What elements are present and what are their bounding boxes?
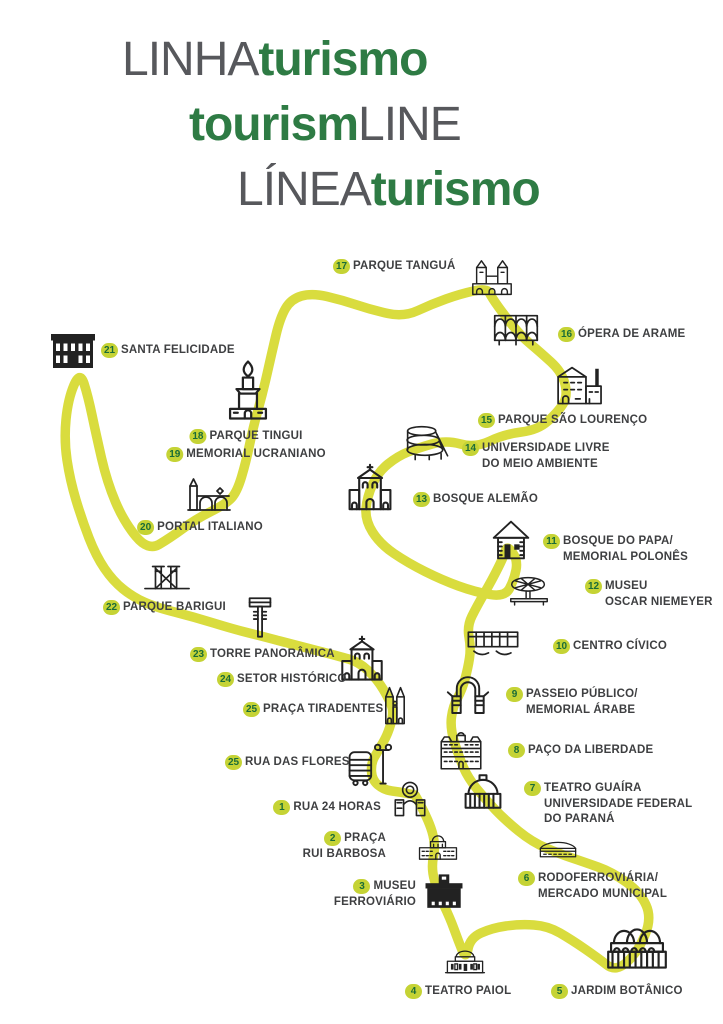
stop-number-badge: 17	[333, 259, 350, 274]
stop-name: RUA DAS FLORES	[245, 756, 350, 768]
stop-name: SANTA FELICIDADE	[121, 344, 235, 356]
stop-name: ÓPERA DE ARAME	[578, 328, 686, 340]
stop-number-badge: 1	[273, 800, 291, 815]
stop-number-badge: 12	[585, 579, 602, 594]
stop-number-badge: 18	[189, 429, 207, 444]
stop-number-badge: 5	[551, 984, 568, 999]
stop-name: RODOFERROVIÁRIA/ MERCADO MUNICIPAL	[538, 872, 668, 900]
stop-number-badge: 3	[353, 879, 371, 894]
stop-name: BOSQUE DO PAPA/ MEMORIAL POLONÊS	[563, 535, 689, 563]
stop-name: PRAÇA TIRADENTES	[263, 703, 384, 715]
stop-number-badge: 9	[506, 687, 523, 702]
stop-name: PAÇO DA LIBERDADE	[528, 744, 654, 756]
title-word-linea: LÍNEA	[237, 163, 372, 216]
stop-number-badge: 14	[462, 441, 479, 456]
stop-name: PASSEIO PÚBLICO/ MEMORIAL ÁRABE	[526, 688, 638, 716]
stop-name: BOSQUE ALEMÃO	[433, 493, 539, 505]
stop-name: RUA 24 HORAS	[293, 801, 381, 813]
stop-number-badge: 2	[324, 831, 342, 846]
stop-name: JARDIM BOTÂNICO	[571, 985, 683, 997]
stop-number-badge: 20	[137, 520, 155, 535]
title-word-line: LINE	[358, 98, 462, 151]
stop-number-badge: 13	[413, 492, 430, 507]
stop-number-badge: 8	[508, 743, 525, 758]
stop-name: MUSEU FERROVIÁRIO	[333, 880, 416, 908]
stop-number-badge: 16	[558, 327, 575, 342]
stop-name: MUSEU OSCAR NIEMEYER	[605, 580, 713, 608]
stop-number-badge: 6	[518, 871, 535, 886]
stop-number-badge: 24	[217, 672, 234, 687]
title-line-spanish: LÍNEAturismo	[237, 163, 541, 216]
stop-name: TEATRO PAIOL	[425, 985, 512, 997]
title-word-turismo: turismo	[258, 33, 428, 86]
stop-number-badge: 22	[103, 600, 120, 615]
title-line-portuguese: LINHAturismo	[122, 33, 428, 86]
stop-name: TEATRO GUAÍRA UNIVERSIDADE FEDERAL DO PA…	[544, 782, 693, 825]
stop-number-badge: 10	[553, 639, 570, 654]
stop-name: PARQUE BARIGUI	[123, 601, 226, 613]
stop-number-badge: 7	[524, 781, 541, 796]
stop-name: PARQUE TANGUÁ	[353, 260, 456, 272]
stop-number-badge: 15	[478, 413, 495, 428]
stop-name: UNIVERSIDADE LIVRE DO MEIO AMBIENTE	[482, 442, 610, 470]
title-word-linha: LINHA	[122, 33, 259, 86]
stop-number-badge: 23	[190, 647, 207, 662]
stop-number-badge: 4	[405, 984, 422, 999]
stop-name: MEMORIAL UCRANIANO	[186, 448, 326, 460]
stop-name: PRAÇA RUI BARBOSA	[302, 832, 386, 860]
stop-name: CENTRO CÍVICO	[573, 640, 667, 652]
stop-number-badge: 11	[543, 534, 560, 549]
stop-number-badge: 25	[243, 702, 260, 717]
stop-number-badge: 25	[225, 755, 242, 770]
title-word-tourism: tourism	[189, 98, 359, 151]
stop-number-badge: 21	[101, 343, 118, 358]
stop-name: SETOR HISTÓRICO	[237, 673, 347, 685]
stop-name: PORTAL ITALIANO	[157, 521, 263, 533]
title-word-turismo-es: turismo	[370, 163, 541, 216]
stop-name: TORRE PANORÂMICA	[210, 648, 335, 660]
stop-name: PARQUE TINGUI	[209, 430, 303, 442]
stop-name: PARQUE SÃO LOURENÇO	[498, 414, 648, 426]
stop-number-badge: 19	[166, 447, 184, 462]
title-line-english: tourismLINE	[189, 98, 462, 151]
